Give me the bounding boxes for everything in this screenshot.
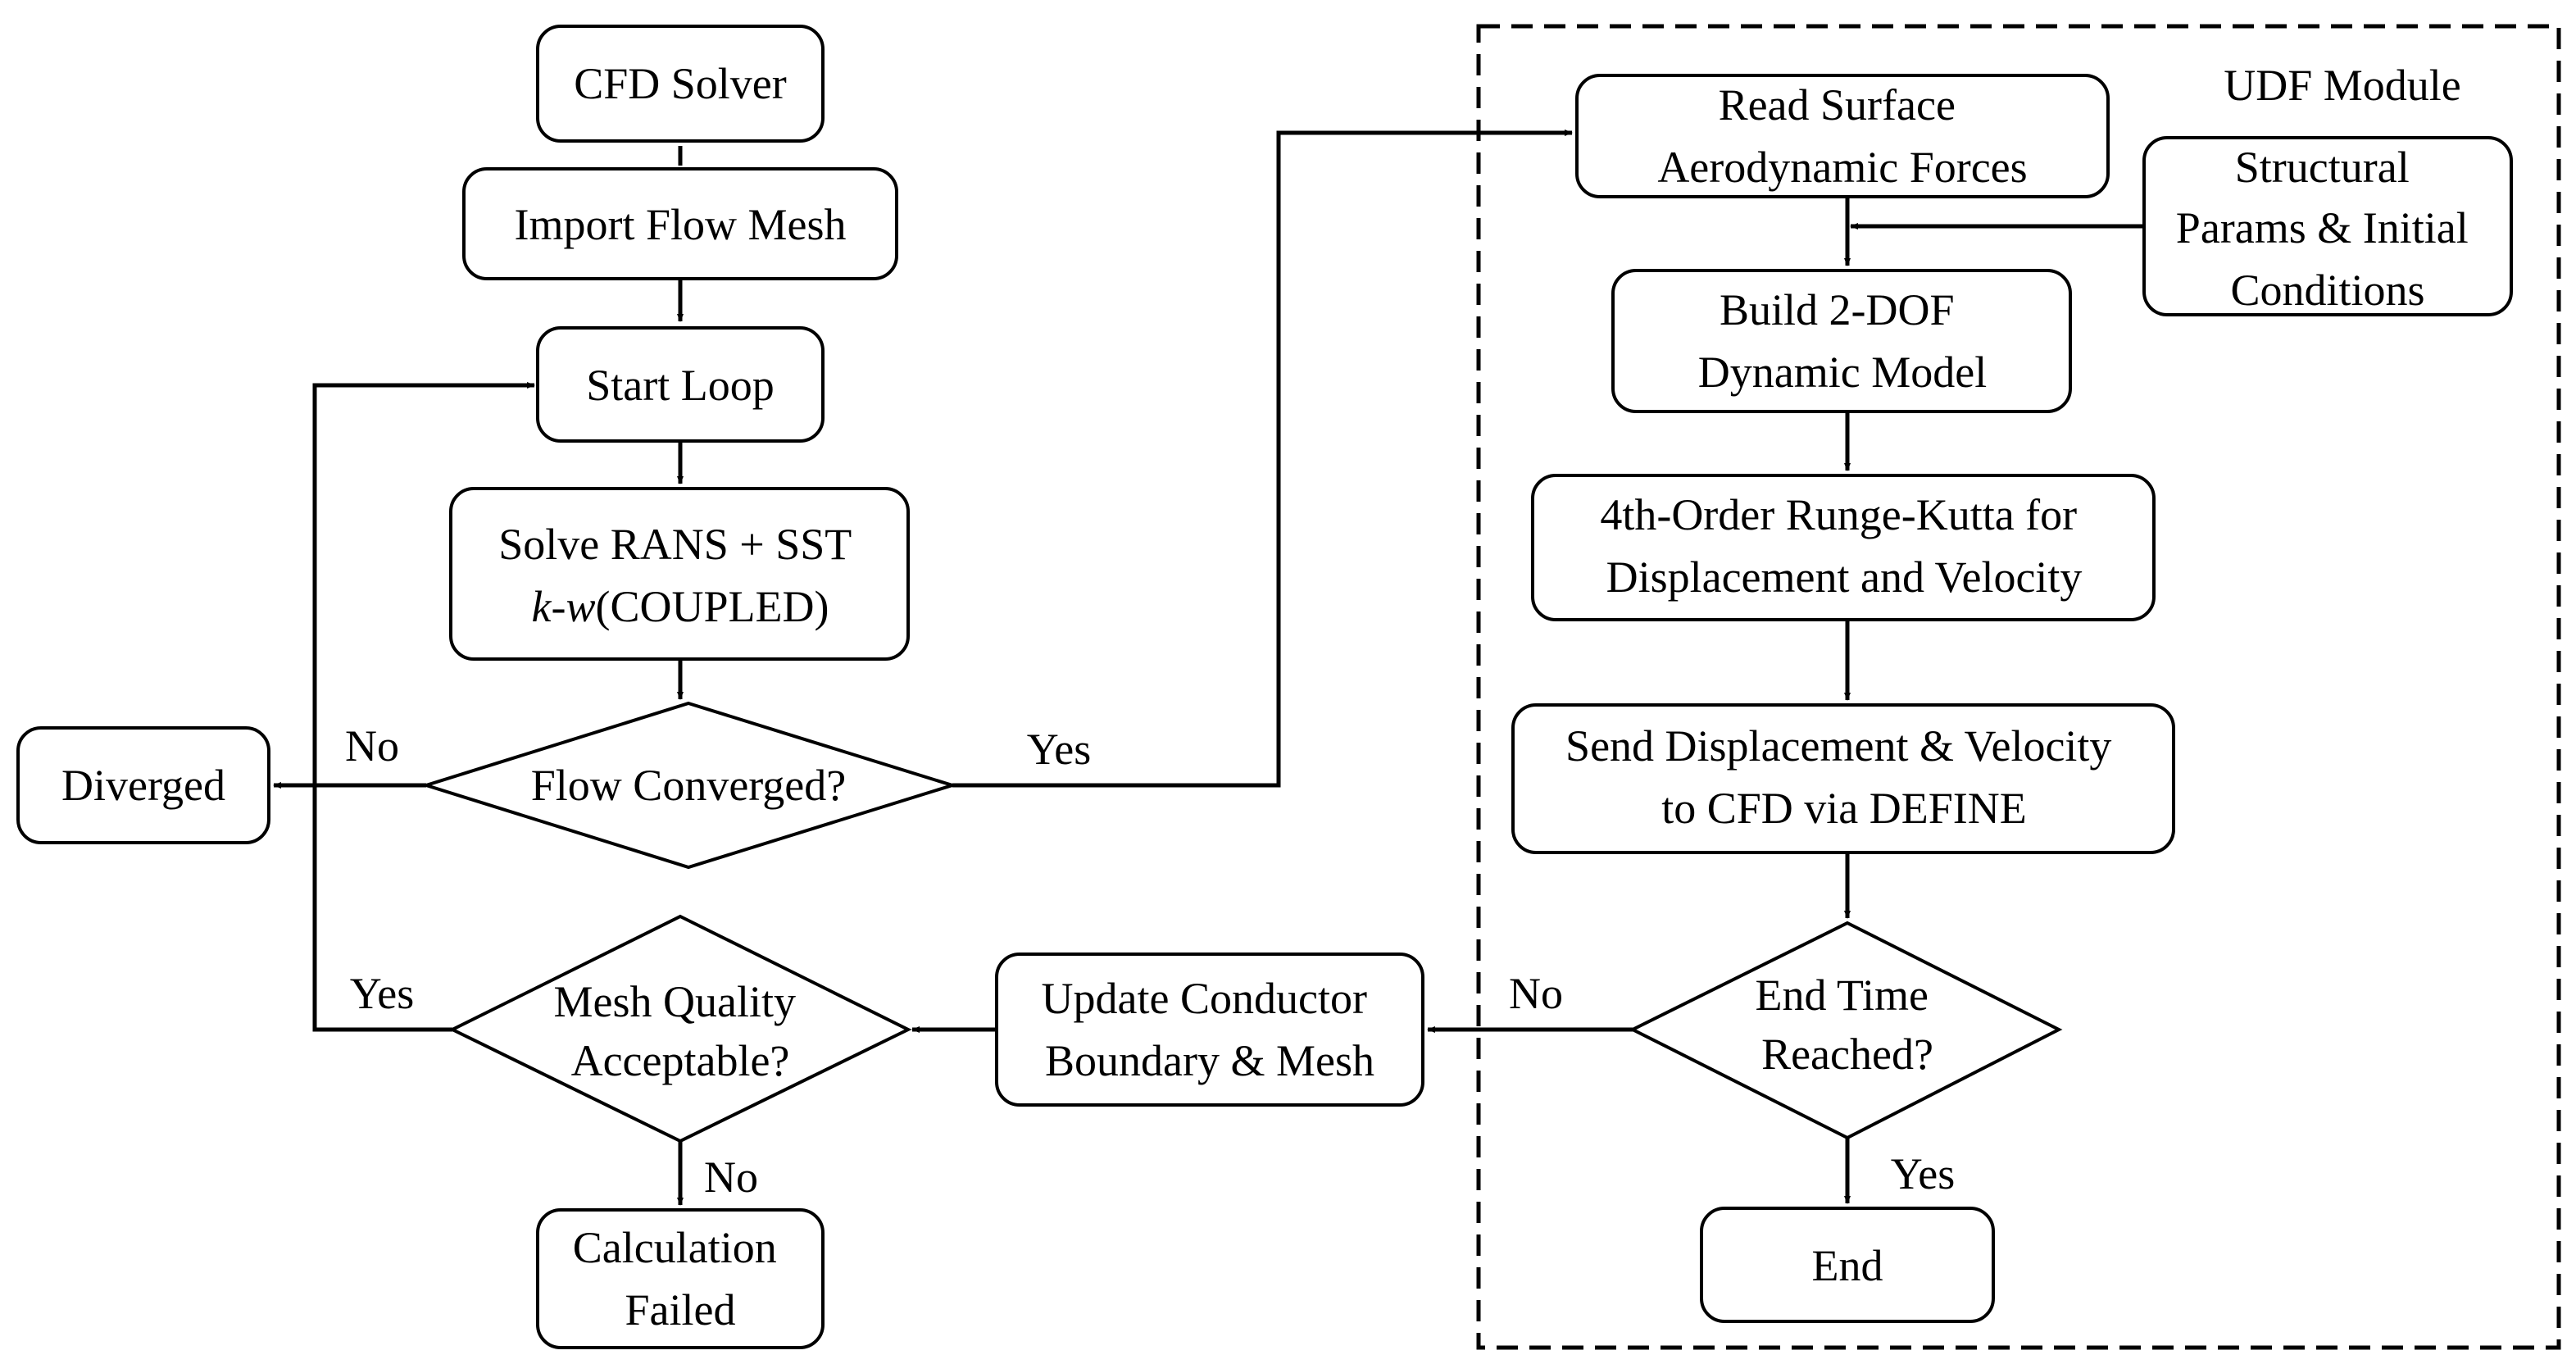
- node-send-displacement-text: Send Displacement & Velocity to CFD via …: [1565, 721, 2123, 833]
- node-read-surface-forces: Read Surface Aerodynamic Forces: [1575, 74, 2110, 198]
- node-import-flow-mesh: Import Flow Mesh: [462, 167, 898, 280]
- label-flow-yes: Yes: [1027, 725, 1092, 774]
- decision-flow-converged: Flow Converged?: [420, 701, 958, 870]
- node-update-conductor-text: Update Conductor Boundary & Mesh: [1042, 974, 1379, 1085]
- node-read-surface-forces-text: Read Surface Aerodynamic Forces: [1657, 80, 2027, 192]
- node-runge-kutta: 4th-Order Runge-Kutta for Displacement a…: [1531, 474, 2156, 621]
- node-start-loop: Start Loop: [536, 326, 825, 443]
- node-diverged: Diverged: [16, 726, 270, 844]
- node-solve-rans-sst: Solve RANS + SST k-w(COUPLED): [449, 487, 910, 661]
- node-end: End: [1700, 1207, 1995, 1323]
- node-solve-rans-sst-text: Solve RANS + SST k-w(COUPLED): [498, 520, 862, 631]
- decision-flow-converged-text: Flow Converged?: [531, 761, 846, 810]
- node-import-flow-mesh-text: Import Flow Mesh: [515, 200, 847, 249]
- node-update-conductor: Update Conductor Boundary & Mesh: [995, 953, 1424, 1107]
- label-end-time-no: No: [1509, 969, 1563, 1018]
- connectors: [273, 130, 2144, 1206]
- node-calculation-failed: Calculation Failed: [536, 1208, 825, 1349]
- node-send-displacement: Send Displacement & Velocity to CFD via …: [1511, 703, 2175, 854]
- decision-mesh-quality-text: Mesh Quality Acceptable?: [554, 977, 807, 1085]
- label-mesh-no: No: [704, 1153, 758, 1202]
- node-build-model-text: Build 2-DOF Dynamic Model: [1698, 285, 1987, 397]
- label-end-time-yes: Yes: [1891, 1149, 1956, 1198]
- node-runge-kutta-text: 4th-Order Runge-Kutta for Displacement a…: [1600, 490, 2088, 602]
- decision-end-time-reached-text: End Time Reached?: [1755, 971, 1939, 1079]
- arrow-flow-yes-to-read-forces: [952, 130, 1573, 788]
- udf-module-frame: [1476, 24, 2561, 1350]
- node-structural-params-text: Structural Params & Initial Conditions: [2176, 143, 2479, 315]
- node-cfd-solver: CFD Solver: [536, 25, 825, 143]
- node-cfd-solver-text: CFD Solver: [574, 59, 787, 108]
- node-diverged-text: Diverged: [61, 761, 225, 810]
- label-mesh-yes: Yes: [350, 969, 415, 1018]
- node-build-model: Build 2-DOF Dynamic Model: [1611, 269, 2072, 413]
- arrow-mesh-yes-to-start-loop: [312, 382, 535, 1032]
- node-end-text: End: [1812, 1241, 1883, 1290]
- node-calculation-failed-text: Calculation Failed: [573, 1223, 788, 1334]
- label-flow-no: No: [345, 721, 399, 771]
- decision-mesh-quality: Mesh Quality Acceptable?: [448, 914, 912, 1143]
- udf-module-title: UDF Module: [2224, 61, 2461, 110]
- node-start-loop-text: Start Loop: [586, 361, 774, 410]
- node-structural-params: Structural Params & Initial Conditions: [2142, 136, 2513, 316]
- decision-end-time-reached: End Time Reached?: [1629, 921, 2063, 1140]
